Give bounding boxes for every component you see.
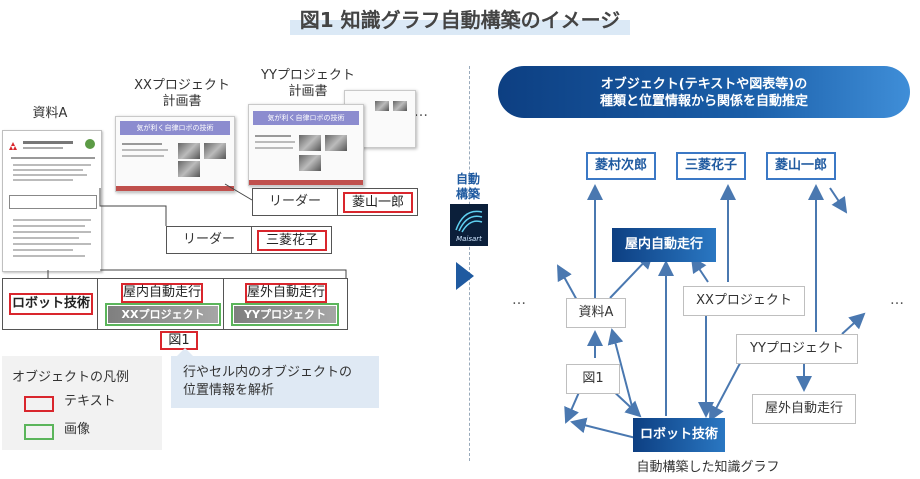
node-indoor-autonomous: 屋内自動走行: [612, 228, 716, 262]
xx-leader-name: 三菱花子: [257, 230, 327, 251]
node-mitsubishi-hanako: 三菱花子: [676, 152, 746, 180]
auto-build-label-line2: 構築: [455, 187, 480, 201]
flow-arrow: [456, 262, 474, 290]
legend-box: オブジェクトの凡例 テキスト 画像: [2, 356, 162, 450]
auto-build-label-line1: 自動: [455, 172, 480, 186]
company-logo-icon: [7, 139, 19, 151]
robot-tech-table: ロボット技術 屋内自動走行 XXプロジェクト 屋外自動走行 YYプロジェクト: [2, 278, 348, 330]
figure-title-text: 図1 知識グラフ自動構築のイメージ: [289, 2, 631, 35]
knowledge-graph-header: オブジェクト(テキストや図表等)の 種類と位置情報から関係を自動推定: [498, 66, 910, 118]
node-figure-1: 図1: [566, 364, 620, 394]
cell-xx-image: XXプロジェクト: [108, 306, 218, 323]
analysis-note: 行やセル内のオブジェクトの 位置情報を解析: [171, 348, 379, 408]
cell-yy-image-box: YYプロジェクト: [231, 303, 339, 326]
node-robot-technology: ロボット技術: [633, 418, 725, 452]
xx-slide-title-bar: 気が利く自律ロボの技術: [120, 121, 230, 135]
knowledge-graph-edges: [557, 184, 866, 439]
document-a-page: [2, 130, 102, 272]
yy-slide-title-bar: 気が利く自律ロボの技術: [253, 111, 359, 125]
knowledge-graph-caption: 自動構築した知識グラフ: [636, 460, 780, 475]
doc-a-label: 資料A: [32, 106, 68, 121]
legend-text-swatch: [24, 396, 54, 412]
xx-leader-key: リーダー: [182, 232, 235, 247]
row-head-robot-tech: ロボット技術: [9, 293, 93, 315]
yy-leader-name: 菱山一郎: [343, 192, 413, 213]
analysis-note-line2: 位置情報を解析: [183, 383, 275, 398]
yy-plan-label: YYプロジェクト 計画書: [238, 68, 378, 100]
yy-leader-table: リーダー 菱山一郎: [252, 188, 418, 216]
maisart-logo: Maisart: [450, 204, 488, 246]
left-connector-lines: [47, 183, 347, 278]
xx-slide-title: 気が利く自律ロボの技術: [136, 124, 214, 132]
node-document-a: 資料A: [566, 298, 626, 328]
analysis-note-line1: 行やセル内のオブジェクトの: [183, 365, 353, 380]
yy-plan-label-line2: 計画書: [288, 84, 328, 99]
maisart-swirl-icon: [455, 210, 483, 233]
legend-image-swatch: [24, 424, 54, 440]
xx-slide-photo: [204, 143, 226, 159]
yy-slide-photo: [325, 135, 347, 151]
legend-image-label: 画像: [64, 422, 91, 437]
node-xx-project: XXプロジェクト: [683, 286, 805, 316]
xx-plan-label: XXプロジェクト 計画書: [112, 78, 252, 110]
cell-yy-image: YYプロジェクト: [234, 306, 336, 323]
maisart-logo-text: Maisart: [456, 235, 482, 243]
xx-plan-label-line1: XXプロジェクト: [134, 78, 230, 93]
yy-slide-photo: [299, 155, 321, 171]
yy-slide-photo: [299, 135, 321, 151]
xx-slide-photo: [178, 161, 200, 177]
node-yy-project: YYプロジェクト: [736, 334, 858, 364]
more-documents-ellipsis: …: [414, 104, 429, 120]
yy-leader-key: リーダー: [268, 194, 321, 209]
yy-plan-slide: 気が利く自律ロボの技術: [248, 104, 364, 186]
legend-text-label: テキスト: [64, 394, 116, 409]
graph-ellipsis-left: …: [512, 292, 527, 308]
xx-plan-slide: 気が利く自律ロボの技術: [115, 116, 235, 192]
xx-leader-table: リーダー 三菱花子: [166, 226, 332, 254]
knowledge-graph-header-line2: 種類と位置情報から関係を自動推定: [599, 94, 808, 109]
graph-ellipsis-right: …: [890, 292, 905, 308]
xx-plan-label-line2: 計画書: [162, 94, 202, 109]
node-hishimura-jiro: 菱村次郎: [586, 152, 656, 180]
yy-plan-label-line1: YYプロジェクト: [261, 68, 355, 83]
cell-xx-image-box: XXプロジェクト: [105, 303, 221, 326]
cell-indoor-text: 屋内自動走行: [121, 283, 203, 303]
figure-title: 図1 知識グラフ自動構築のイメージ: [0, 0, 920, 40]
auto-build-label: 自動 構築: [448, 172, 488, 202]
node-hishiyama-ichiro: 菱山一郎: [766, 152, 836, 180]
yy-slide-title: 気が利く自律ロボの技術: [267, 114, 345, 122]
knowledge-graph-header-line1: オブジェクト(テキストや図表等)の: [600, 77, 808, 92]
node-outdoor-autonomous: 屋外自動走行: [752, 394, 856, 424]
xx-slide-photo: [178, 143, 200, 159]
cell-outdoor-text: 屋外自動走行: [245, 283, 327, 303]
legend-title: オブジェクトの凡例: [12, 370, 130, 385]
